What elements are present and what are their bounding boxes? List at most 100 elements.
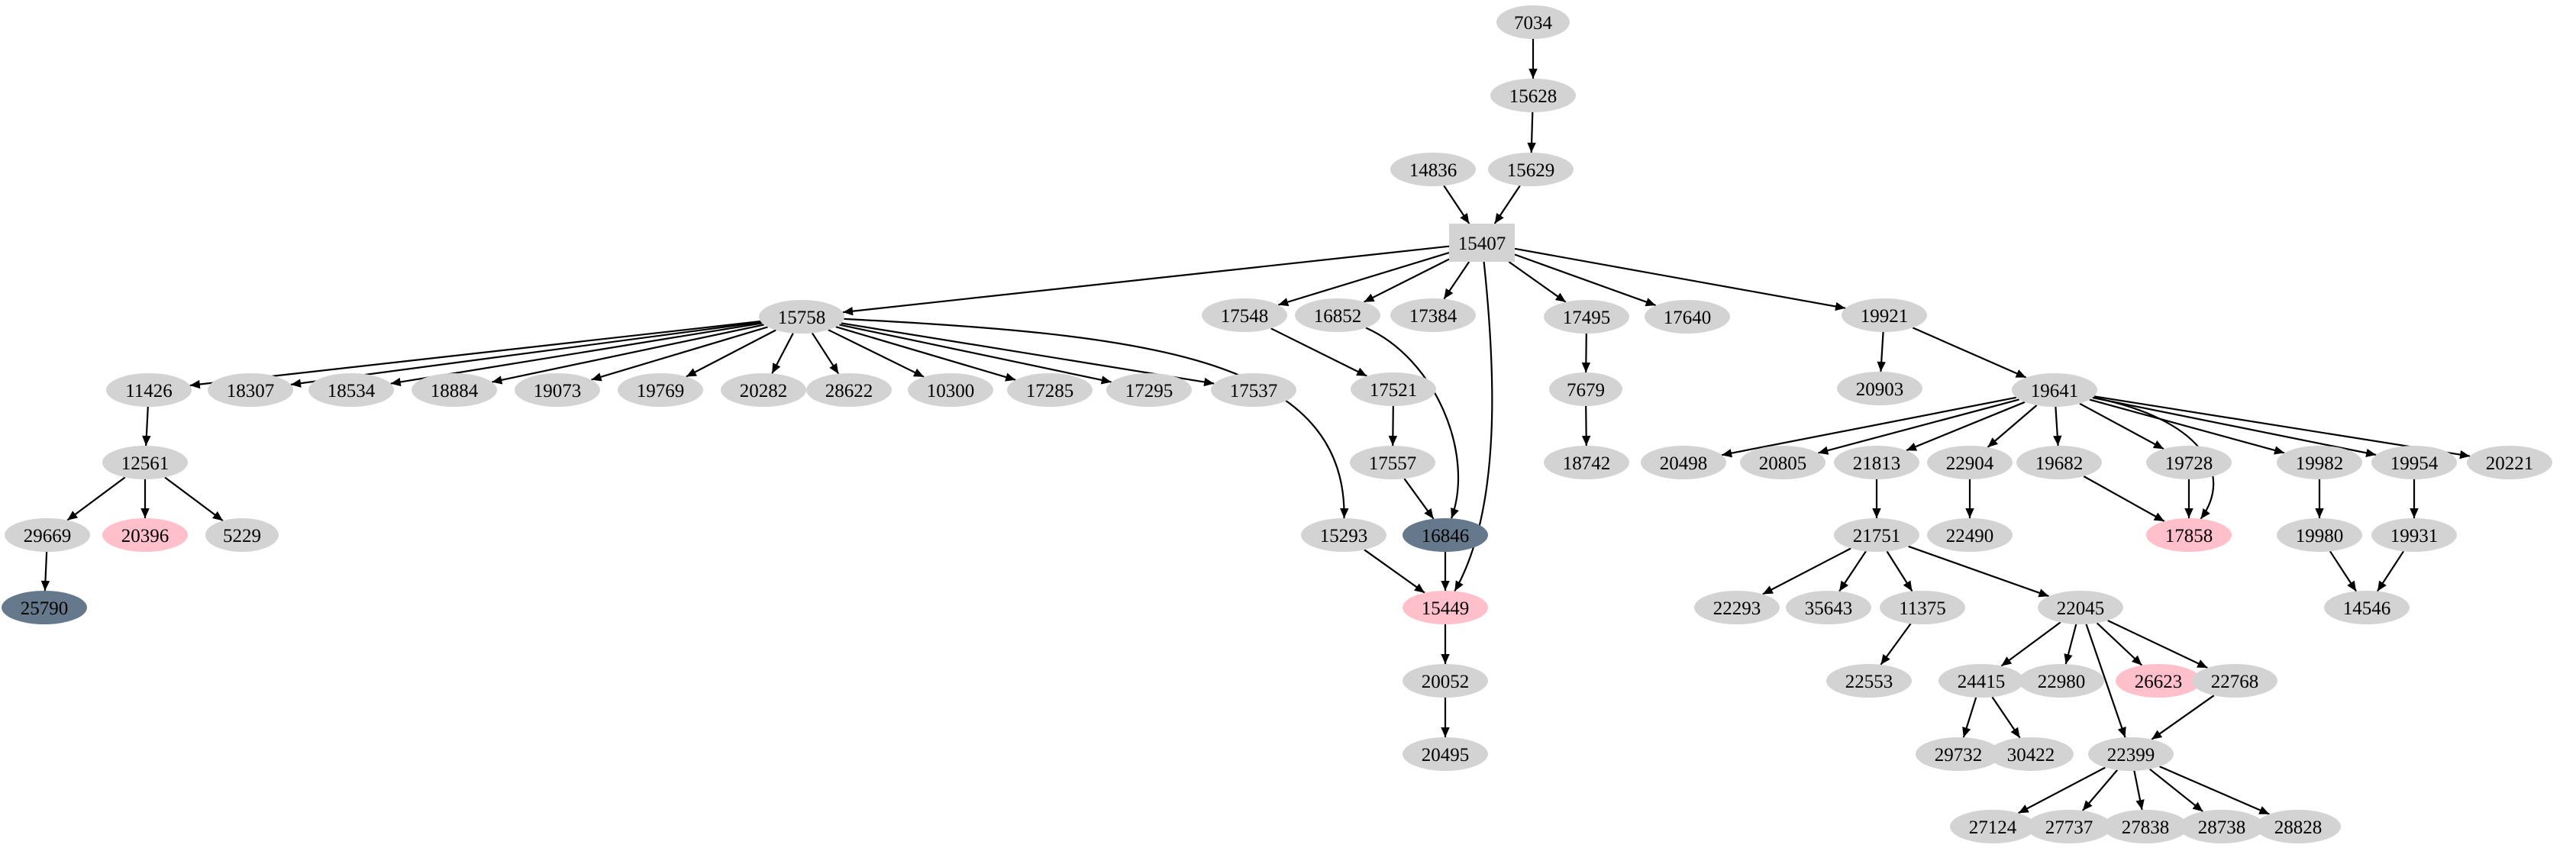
node-ellipse-shape — [908, 373, 993, 407]
graph-node-20805: 20805 — [1740, 446, 1825, 479]
graph-node-22045: 22045 — [2038, 591, 2123, 624]
node-ellipse-shape — [208, 373, 293, 407]
graph-node-20903: 20903 — [1837, 372, 1922, 405]
node-label: 16846 — [1422, 526, 1470, 546]
graph-node-5229: 5229 — [205, 518, 279, 552]
graph-node-35643: 35643 — [1786, 591, 1871, 624]
graph-node-18534: 18534 — [308, 373, 394, 407]
graph-node-29669: 29669 — [5, 518, 90, 552]
node-ellipse-shape — [2179, 810, 2264, 843]
edge-22045-22768 — [2107, 620, 2208, 669]
node-label: 11375 — [1899, 598, 1946, 619]
node-label: 20052 — [1422, 672, 1470, 692]
graph-node-20498: 20498 — [1641, 446, 1726, 479]
edge-29669-25790 — [40, 551, 50, 592]
node-label: 20221 — [2486, 453, 2534, 474]
node-label: 19980 — [2296, 526, 2344, 546]
node-ellipse-shape — [1694, 591, 1780, 624]
edge-15758-15293 — [844, 318, 1349, 519]
node-label: 28622 — [825, 381, 873, 401]
graph-node-19073: 19073 — [515, 373, 600, 407]
edge-22768-22399 — [2151, 695, 2215, 740]
graph-node-12561: 12561 — [102, 446, 188, 479]
node-label: 28828 — [2274, 817, 2323, 838]
node-ellipse-shape — [102, 446, 188, 479]
graph-node-21751: 21751 — [1834, 518, 1919, 552]
graph-node-20396: 20396 — [102, 518, 188, 552]
graph-node-22293: 22293 — [1694, 591, 1780, 624]
node-label: 19073 — [534, 381, 582, 401]
node-label: 22904 — [1946, 453, 1994, 474]
node-ellipse-shape — [412, 373, 497, 407]
node-ellipse-shape — [1927, 518, 2013, 552]
node-ellipse-shape — [308, 373, 394, 407]
node-label: 7034 — [1514, 13, 1553, 34]
edge-22399-27838 — [2133, 770, 2145, 811]
node-label: 22768 — [2211, 672, 2259, 692]
node-label: 15449 — [1422, 598, 1470, 619]
node-ellipse-shape — [2116, 664, 2201, 698]
edge-15758-11426 — [189, 320, 761, 389]
node-ellipse-shape — [2467, 446, 2552, 479]
graph-node-11426: 11426 — [106, 373, 192, 407]
node-ellipse-shape — [1301, 518, 1386, 552]
graph-node-30422: 30422 — [1988, 737, 2074, 771]
node-ellipse-shape — [1488, 153, 1574, 186]
node-ellipse-shape — [5, 518, 90, 552]
edge-21751-35643 — [1838, 550, 1867, 592]
graph-node-22980: 22980 — [2019, 664, 2104, 698]
node-label: 17548 — [1221, 306, 1269, 327]
edge-17557-16846 — [1403, 478, 1435, 520]
edge-15758-20282 — [771, 333, 794, 374]
node-label: 19931 — [2390, 526, 2439, 546]
graph-node-17858: 17858 — [2146, 518, 2232, 552]
node-ellipse-shape — [1938, 664, 2024, 698]
edge-14836-15407 — [1443, 185, 1470, 224]
node-ellipse-shape — [1826, 664, 1912, 698]
node-ellipse-shape — [1496, 5, 1570, 39]
graph-node-26623: 26623 — [2116, 664, 2201, 698]
graph-node-21813: 21813 — [1834, 446, 1919, 479]
graph-node-27737: 27737 — [2026, 810, 2112, 843]
node-label: 19982 — [2296, 453, 2344, 474]
node-label: 24415 — [1958, 672, 2006, 692]
node-label: 25790 — [21, 598, 69, 619]
graph-node-15293: 15293 — [1301, 518, 1386, 552]
edge-22045-22399 — [2085, 624, 2126, 738]
node-ellipse-shape — [1106, 373, 1192, 407]
edge-22045-22980 — [2064, 624, 2077, 665]
node-label: 19682 — [2035, 453, 2084, 474]
edge-19641-19682 — [2053, 406, 2062, 446]
node-ellipse-shape — [1842, 298, 1927, 332]
node-ellipse-shape — [1403, 591, 1488, 624]
graph-node-7034: 7034 — [1496, 5, 1570, 39]
edge-17548-17521 — [1270, 327, 1367, 377]
node-label: 22553 — [1845, 672, 1893, 692]
edge-19921-20903 — [1877, 331, 1886, 372]
graph-node-19682: 19682 — [2016, 446, 2102, 479]
node-label: 15629 — [1507, 160, 1555, 181]
node-ellipse-shape — [2146, 518, 2232, 552]
edge-17495-7679 — [1581, 333, 1591, 373]
node-ellipse-shape — [1351, 372, 1436, 406]
node-ellipse-shape — [1880, 591, 1965, 624]
edge-19641-19954 — [2092, 396, 2377, 458]
node-ellipse-shape — [1350, 446, 1435, 479]
node-label: 20495 — [1422, 745, 1470, 766]
node-label: 17495 — [1563, 308, 1611, 328]
node-label: 20903 — [1856, 379, 1904, 400]
node-ellipse-shape — [1834, 446, 1919, 479]
node-ellipse-shape — [1007, 373, 1093, 407]
edge-15407-15758 — [842, 245, 1450, 316]
graph-node-17295: 17295 — [1106, 373, 1192, 407]
edge-16852-16846 — [1365, 327, 1460, 519]
node-ellipse-shape — [1390, 153, 1476, 186]
node-ellipse-shape — [1549, 372, 1622, 406]
graph-node-18307: 18307 — [208, 373, 293, 407]
edge-22399-28738 — [2149, 768, 2203, 813]
graph-node-15629: 15629 — [1488, 153, 1574, 186]
edge-19921-19641 — [1912, 327, 2027, 379]
graph-node-17557: 17557 — [1350, 446, 1435, 479]
node-ellipse-shape — [2038, 591, 2123, 624]
